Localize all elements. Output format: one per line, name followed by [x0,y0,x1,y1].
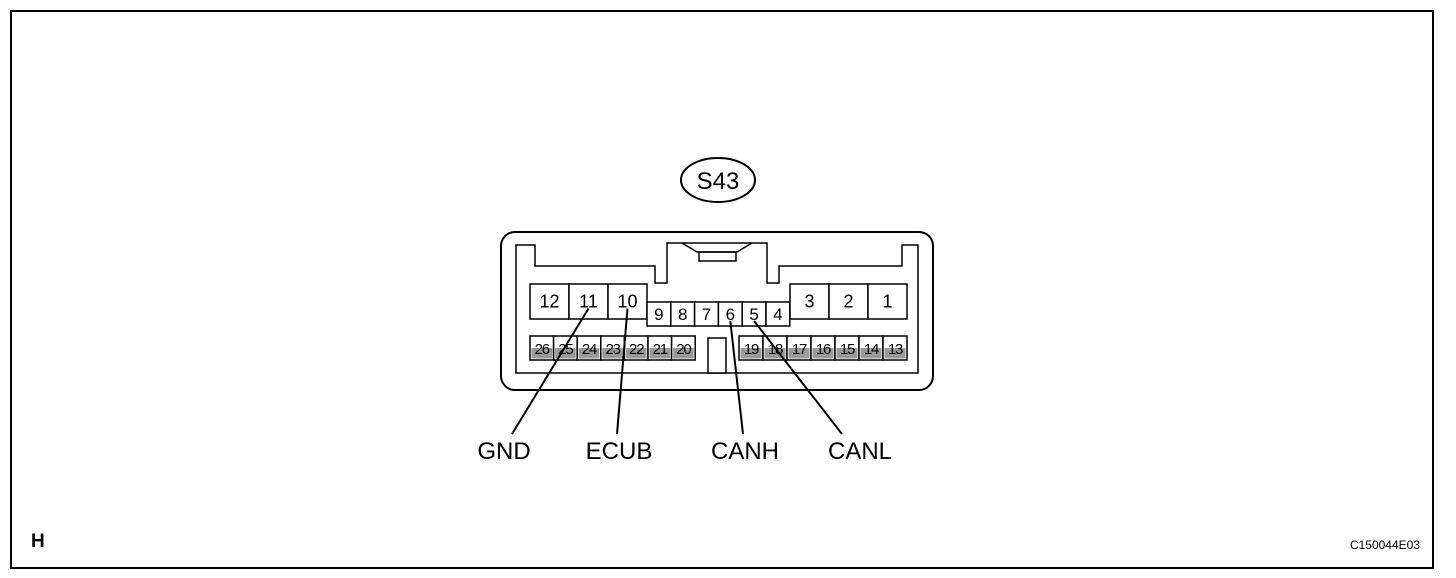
pin-number-1: 1 [882,292,892,312]
pin-shade-23 [602,348,623,359]
pin-number-23: 23 [605,341,620,358]
pin-number-10: 10 [617,292,637,312]
pin-number-22: 22 [629,341,644,358]
pin-shade-17 [788,348,810,359]
pin-shade-13 [884,348,906,359]
pin-cavity-1 [867,283,908,320]
pin-number-26: 26 [535,341,550,358]
pin-number-17: 17 [792,341,807,358]
pin-number-6: 6 [726,305,735,324]
signal-leaders [511,307,843,435]
pin-number-12: 12 [539,292,559,312]
pin-number-21: 21 [653,341,668,358]
connector-code-ellipse [680,157,756,203]
signal-label-canl: CANL [828,438,892,465]
pin-shade-14 [860,348,882,359]
pin-shade-19 [740,348,762,359]
housing-inner-outline [515,242,919,374]
key-notch [707,337,727,374]
leader-line-ecub [616,308,629,435]
pin-number-2: 2 [843,292,853,312]
figure-frame [10,10,1434,569]
leader-line-canh [729,320,744,435]
pin-number-15: 15 [840,341,855,358]
pin-number-24: 24 [582,341,597,358]
signal-label-ecub: ECUB [586,438,653,465]
connector-code: S43 [697,168,740,195]
pin-shade-22 [625,348,647,359]
pin-shade-15 [836,348,858,359]
pin-number-3: 3 [804,292,814,312]
pin-number-25: 25 [558,341,573,358]
pin-number-7: 7 [702,305,711,324]
signal-label-canh: CANH [711,438,779,465]
pin-number-13: 13 [888,341,903,358]
pin-number-5: 5 [749,305,758,324]
pin-number-4: 4 [773,305,782,324]
pin-number-11: 11 [579,292,598,312]
pin-cavity-12 [529,283,570,320]
pin-shade-24 [578,348,600,359]
pin-number-14: 14 [864,341,879,358]
latch-tab [698,251,737,262]
figure-id: C150044E03 [1350,538,1420,552]
pin-number-9: 9 [654,305,663,324]
pin-shade-18 [764,348,786,359]
pin-number-8: 8 [678,305,687,324]
corner-letter: H [31,531,45,552]
pin-shade-21 [649,348,671,359]
leader-line-gnd [511,307,590,435]
leader-line-canl [753,320,843,435]
pin-shade-25 [555,348,576,359]
pin-cavity-2 [828,283,869,320]
connector-code-badge: S43 [680,157,756,203]
pin-number-20: 20 [676,341,691,358]
pin-shade-26 [531,348,553,359]
pin-number-19: 19 [744,341,759,358]
pin-shade-20 [673,348,694,359]
pin-shade-16 [812,348,834,359]
signal-label-gnd: GND [477,438,530,465]
pin-number-16: 16 [816,341,831,358]
